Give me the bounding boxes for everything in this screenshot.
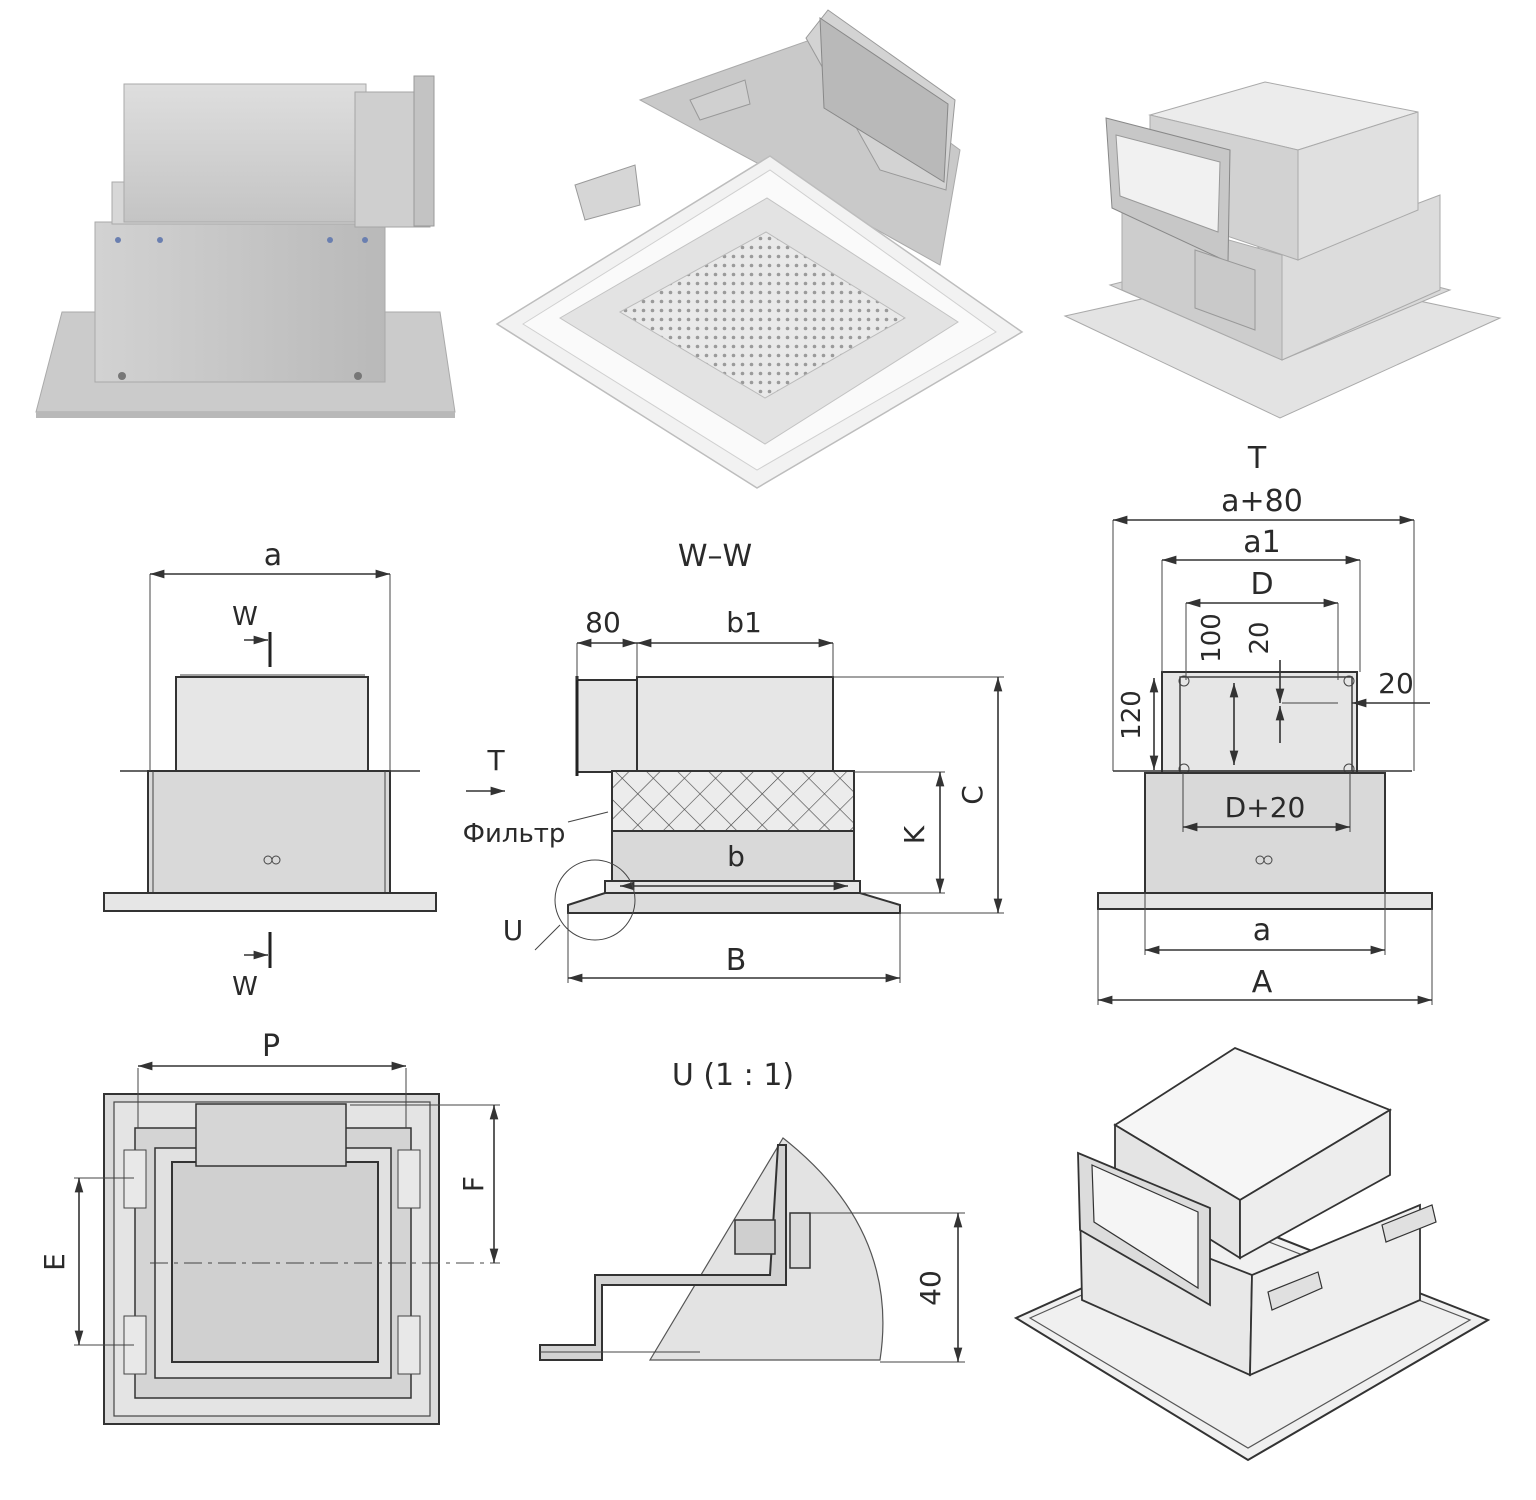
dim-20-horizontal: 20 [1378, 667, 1414, 700]
detail-u-marker: U [503, 914, 524, 947]
dim-d: D [1250, 567, 1273, 602]
dim-b1: b1 [726, 606, 762, 639]
dim-120: 120 [1117, 690, 1147, 740]
iso-line-drawing [1013, 1046, 1491, 1462]
dim-20-vertical: 20 [1245, 621, 1275, 654]
dim-f: F [457, 1176, 490, 1192]
view-t-label: T [1247, 441, 1267, 476]
section-mark-w-bottom: W [232, 972, 258, 1002]
airflow-t-label: T [486, 744, 505, 777]
dim-p: P [262, 1029, 280, 1064]
dim-k: K [898, 825, 931, 844]
section-mark-w-top: W [232, 602, 258, 632]
detail-u-drawing [539, 1137, 965, 1363]
dim-40: 40 [914, 1270, 947, 1306]
render-ceiling-view [495, 9, 1024, 489]
dim-80: 80 [585, 606, 621, 639]
dim-a-side: a [264, 538, 282, 573]
render-iso-view [1063, 81, 1502, 419]
dim-a-front: a [1253, 913, 1271, 948]
front-view-drawing [1097, 515, 1433, 1005]
plan-view-drawing [74, 1061, 500, 1425]
side-view-drawing [103, 569, 437, 968]
dim-c: C [956, 785, 989, 805]
section-title: W–W [678, 539, 752, 574]
detail-title: U (1 : 1) [672, 1058, 794, 1093]
dim-d20: D+20 [1225, 791, 1306, 824]
section-view-drawing [466, 638, 1004, 983]
render-side-view [35, 75, 456, 418]
dim-a80: a+80 [1221, 484, 1303, 519]
filter-label: Фильтр [463, 819, 566, 849]
dim-b: b [727, 840, 745, 873]
dim-a-overall: A [1252, 965, 1273, 1000]
dim-b-upper: B [726, 943, 747, 978]
dim-100: 100 [1197, 613, 1227, 663]
dim-e: E [38, 1253, 71, 1271]
dim-a1: a1 [1243, 525, 1280, 560]
